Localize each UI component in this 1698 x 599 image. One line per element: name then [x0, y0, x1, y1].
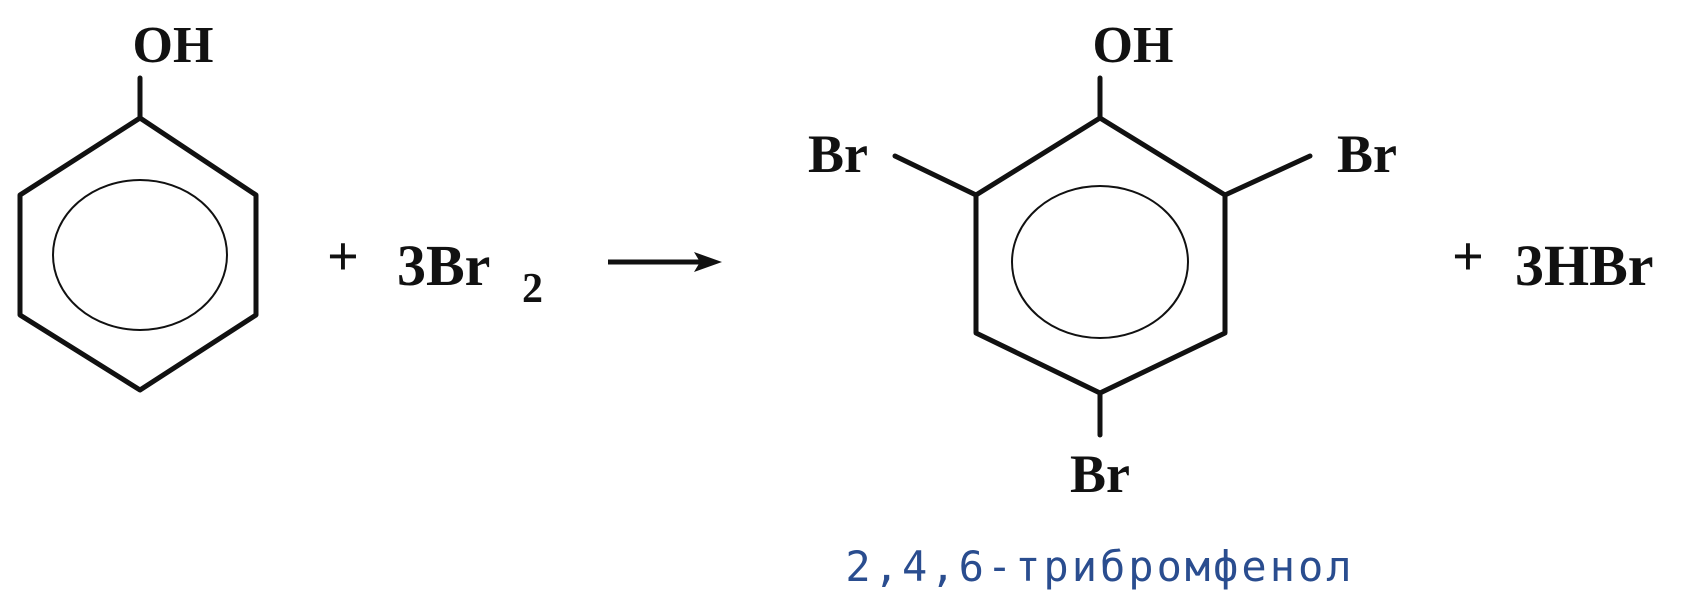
phenol-molecule: OH — [17, 17, 259, 393]
product-oh-label: OH — [1093, 17, 1174, 74]
product-aromatic-circle — [1011, 185, 1189, 339]
byproduct-formula: 3HBr — [1515, 233, 1654, 298]
reagent-plus: + — [327, 226, 359, 288]
reagent-formula: 3Br — [397, 233, 490, 298]
product-br-bottom-label: Br — [1070, 444, 1130, 504]
byproduct-plus: + — [1452, 226, 1484, 288]
phenol-oh-label: OH — [133, 17, 214, 74]
product-br-right-label: Br — [1337, 124, 1397, 184]
tribromophenol-molecule: OH Br Br Br — [808, 17, 1397, 504]
product-br-right-bond — [1222, 153, 1313, 198]
phenol-ring — [17, 115, 259, 393]
product-br-left-bond — [892, 153, 979, 198]
reagent-subscript: 2 — [522, 266, 543, 312]
reaction-arrow-icon — [608, 252, 722, 272]
product-br-left-label: Br — [808, 124, 868, 184]
phenol-aromatic-circle — [52, 179, 228, 331]
product-name-caption: 2,4,6-трибромфенол — [845, 542, 1354, 591]
